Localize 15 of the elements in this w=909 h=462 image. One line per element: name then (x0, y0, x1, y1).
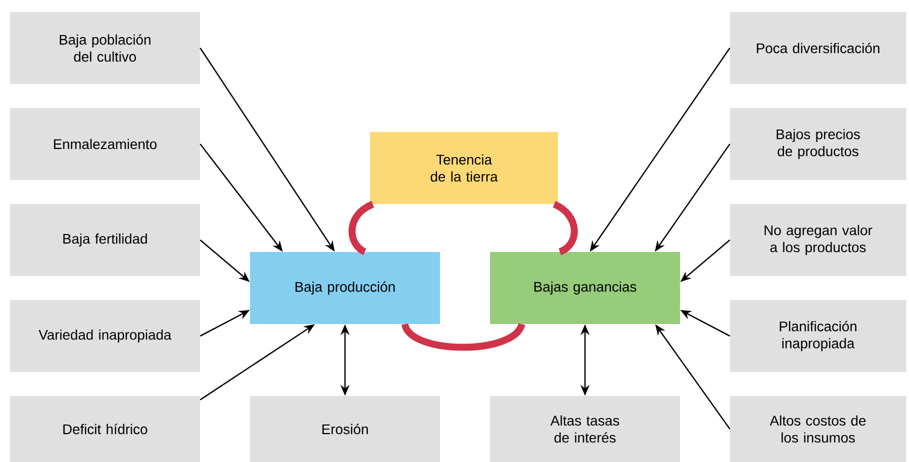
problem-box: Baja producción (250, 252, 440, 324)
cause-box: Erosión (250, 396, 440, 462)
cause-box: Deficit hídrico (10, 396, 200, 462)
problem-box: Bajas ganancias (490, 252, 680, 324)
cause-box: Poca diversificación (730, 12, 906, 84)
cause-box: Altos costos de los insumos (730, 396, 906, 462)
cause-box: Bajos precios de productos (730, 108, 906, 180)
cause-box: Altas tasas de interés (490, 396, 680, 462)
cause-box: Baja fertilidad (10, 204, 200, 276)
cause-box: Enmalezamiento (10, 108, 200, 180)
cause-box: Variedad inapropiada (10, 300, 200, 372)
cause-box: Baja población del cultivo (10, 12, 200, 84)
cause-box: No agregan valor a los productos (730, 204, 906, 276)
central-box: Tenencia de la tierra (370, 132, 558, 204)
cause-box: Planificación inapropiada (730, 300, 906, 372)
